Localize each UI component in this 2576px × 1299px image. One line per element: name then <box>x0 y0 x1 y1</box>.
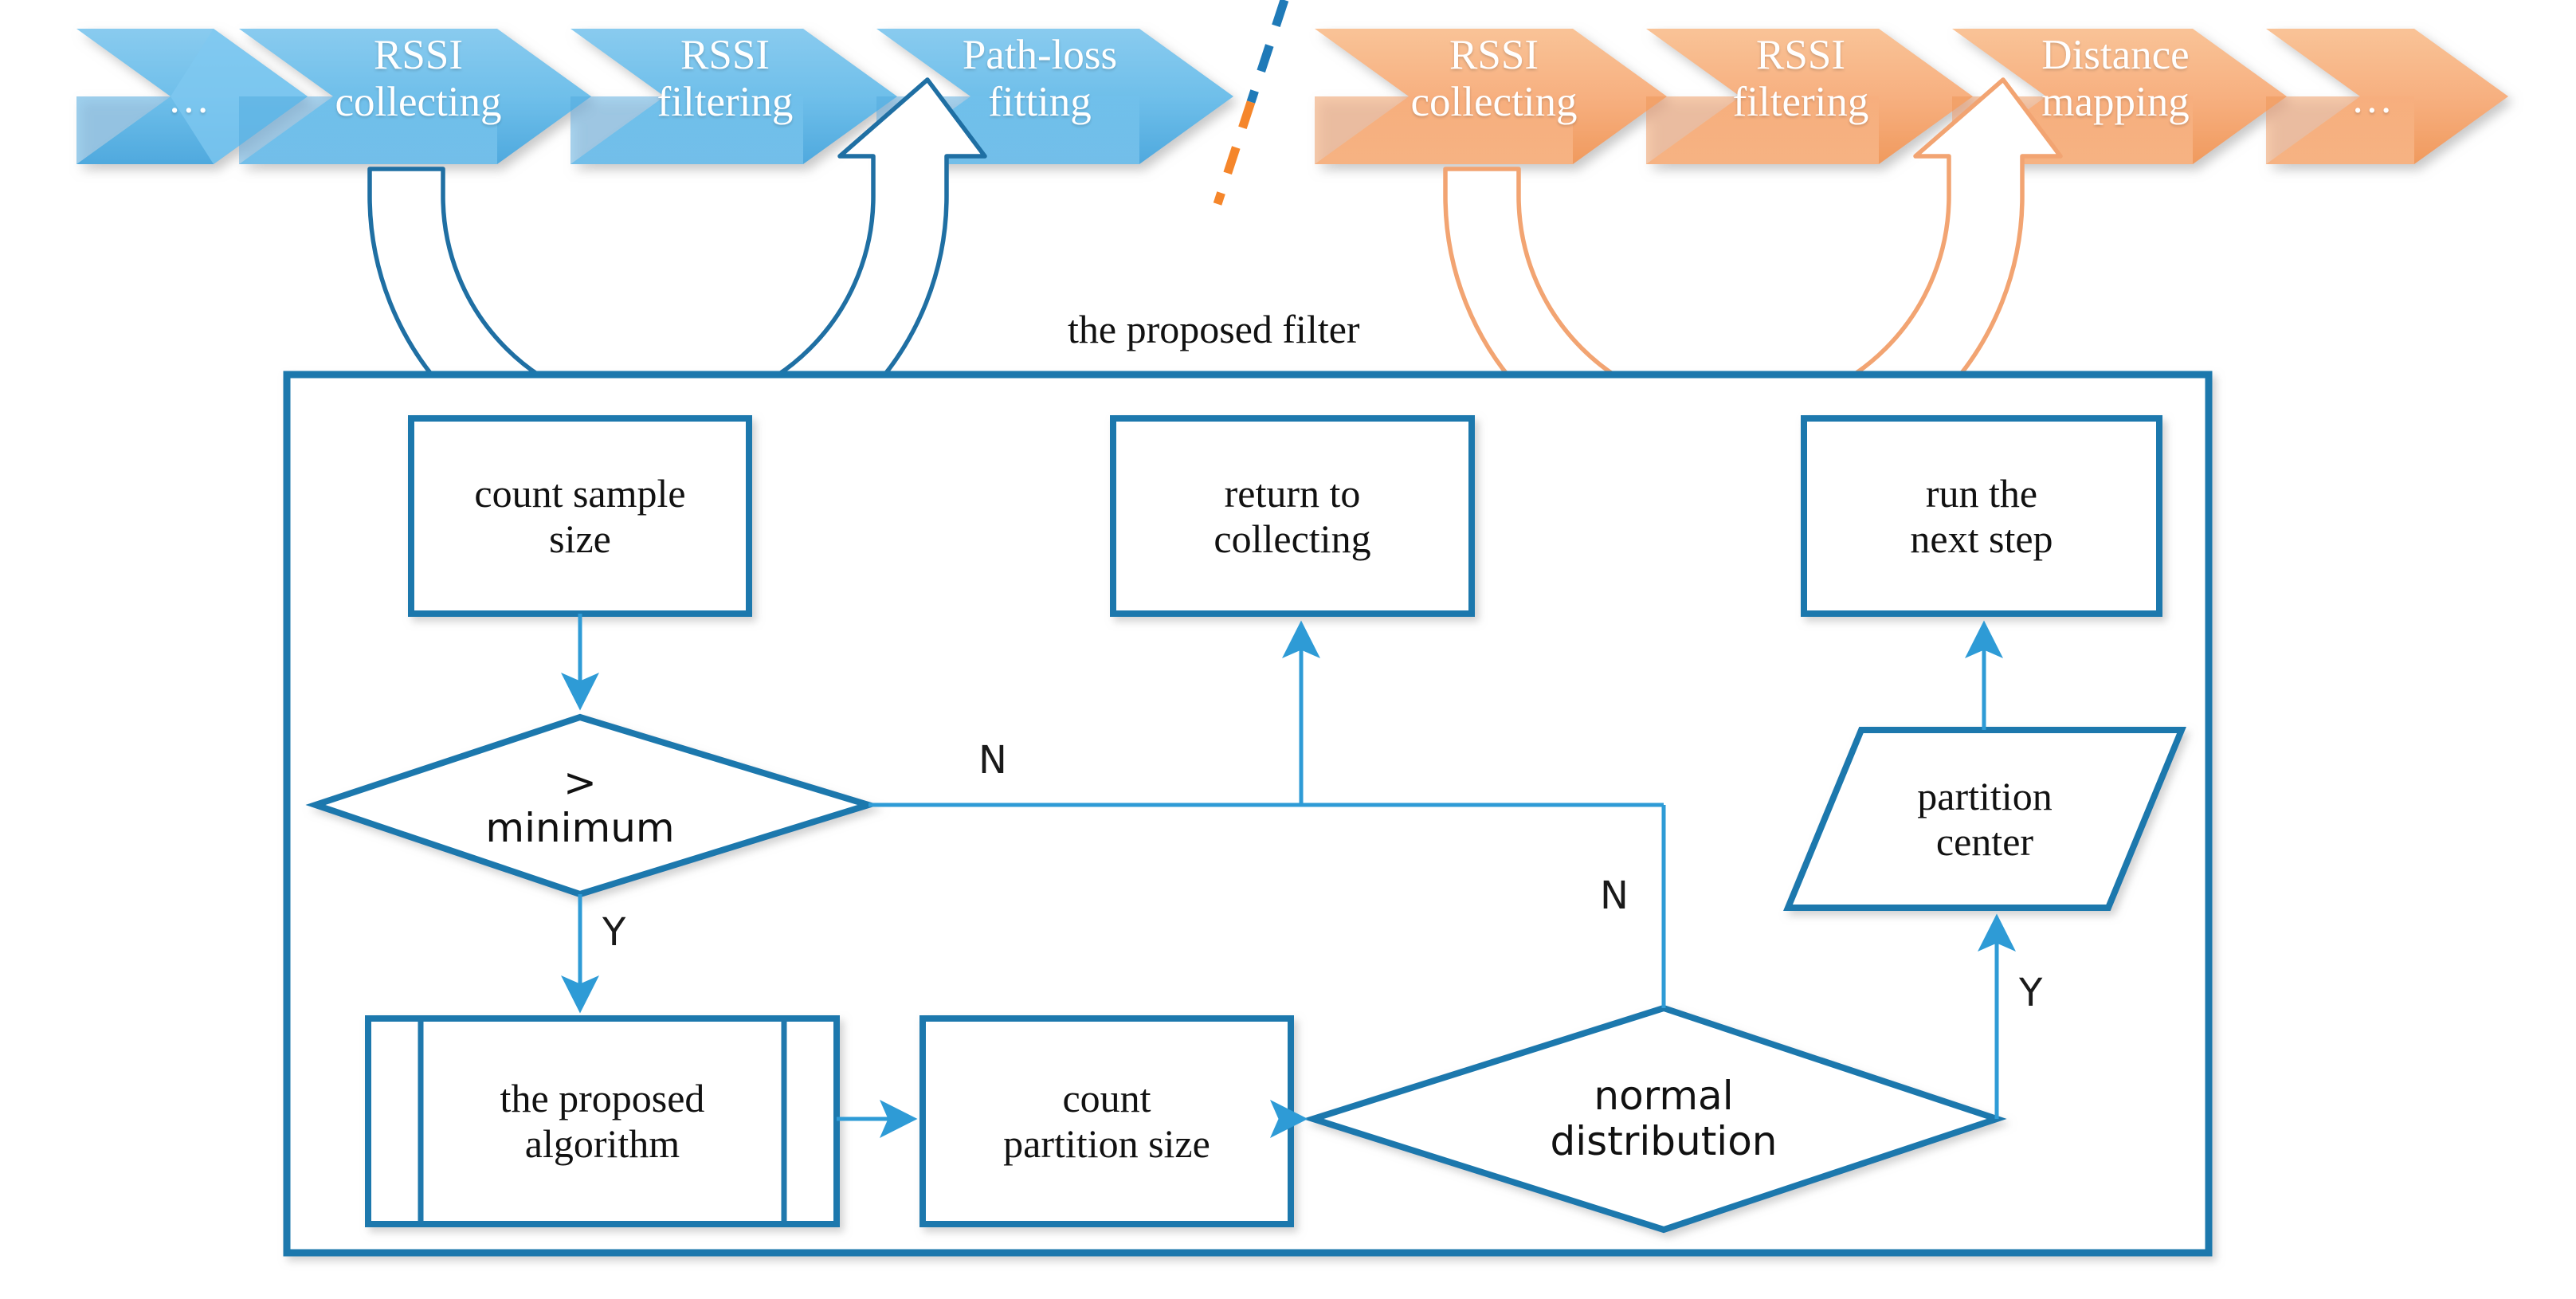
node-partition-center[interactable] <box>1783 727 2186 911</box>
chevron-rssi-filtering-offline <box>570 29 897 164</box>
node-the-proposed-algorithm[interactable] <box>365 1015 840 1227</box>
node-run-the-next-step[interactable] <box>1801 415 2162 617</box>
chevron-rssi-collecting-offline <box>239 29 591 164</box>
node-normal-distribution[interactable] <box>1302 1004 2007 1234</box>
chevron-group-online <box>1315 29 2508 164</box>
node-count-partition-size[interactable] <box>919 1015 1294 1227</box>
phase-divider-lower <box>1213 100 1256 206</box>
node-count-sample-size[interactable] <box>408 415 752 617</box>
phase-divider <box>1213 0 1289 206</box>
chevron-ellipsis-end <box>2266 29 2508 164</box>
phase-divider-upper <box>1246 0 1289 104</box>
chevron-rssi-filtering-online <box>1646 29 1973 164</box>
chevron-rssi-collecting-online <box>1315 29 1667 164</box>
node-return-to-collecting[interactable] <box>1110 415 1475 617</box>
chevron-group-offline <box>76 29 1233 164</box>
flow-edges <box>561 614 2016 1138</box>
